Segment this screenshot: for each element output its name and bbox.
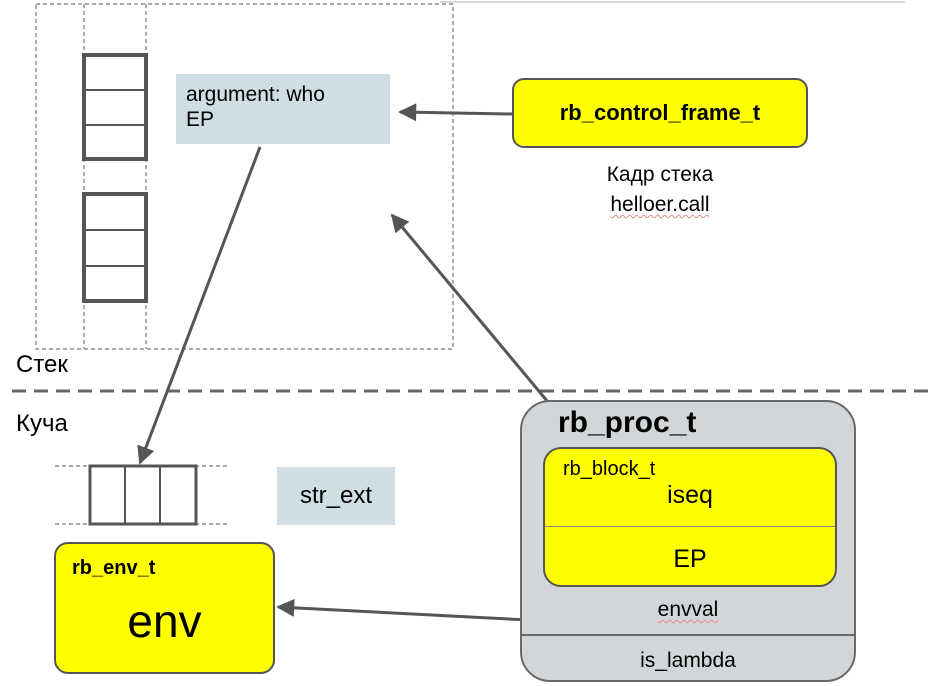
control-frame-label: rb_control_frame_t bbox=[559, 100, 761, 125]
str-ext-box: str_ext bbox=[277, 467, 395, 525]
arrow-envval-to-env bbox=[276, 598, 529, 622]
stack-slots-bottom bbox=[82, 192, 148, 303]
arrow-ep-to-heap bbox=[137, 146, 262, 465]
block-type-label: rb_block_t bbox=[563, 458, 656, 480]
env-type-label: rb_env_t bbox=[72, 557, 156, 579]
env-box: rb_env_t env bbox=[54, 542, 275, 674]
stack-label: Стек bbox=[16, 351, 68, 378]
stack-frame-region bbox=[35, 3, 454, 350]
argument-who: argument: who bbox=[186, 83, 325, 106]
arrow-frame-to-argument bbox=[398, 103, 513, 122]
heap-label: Куча bbox=[16, 410, 68, 437]
arrow-proc-to-stack bbox=[390, 213, 550, 403]
is-lambda-label: is_lambda bbox=[640, 649, 736, 672]
control-frame-caption: Кадр стека helloer.call bbox=[560, 160, 760, 220]
block-divider bbox=[545, 526, 835, 527]
proc-type-label: rb_proc_t bbox=[558, 406, 697, 439]
str-ext-label: str_ext bbox=[299, 482, 373, 509]
block-iseq-label: iseq bbox=[667, 481, 713, 509]
argument-ep: EP bbox=[186, 108, 215, 131]
env-name-label: env bbox=[127, 595, 202, 647]
heap-slots bbox=[88, 464, 198, 526]
control-frame-box: rb_control_frame_t bbox=[512, 78, 808, 148]
proc-divider bbox=[522, 634, 854, 636]
caption-line-2: helloer.call bbox=[610, 193, 710, 216]
envval-field: envval bbox=[522, 598, 854, 622]
envval-label: envval bbox=[657, 598, 719, 621]
stack-slots-top bbox=[82, 53, 148, 161]
block-ep-label: EP bbox=[673, 545, 707, 573]
block-box: rb_block_t iseq EP bbox=[543, 447, 837, 587]
caption-line-1: Кадр стека bbox=[606, 163, 714, 186]
proc-box: rb_proc_t rb_block_t iseq EP envval is_l… bbox=[520, 400, 856, 682]
argument-box: argument: who EP bbox=[176, 74, 390, 144]
